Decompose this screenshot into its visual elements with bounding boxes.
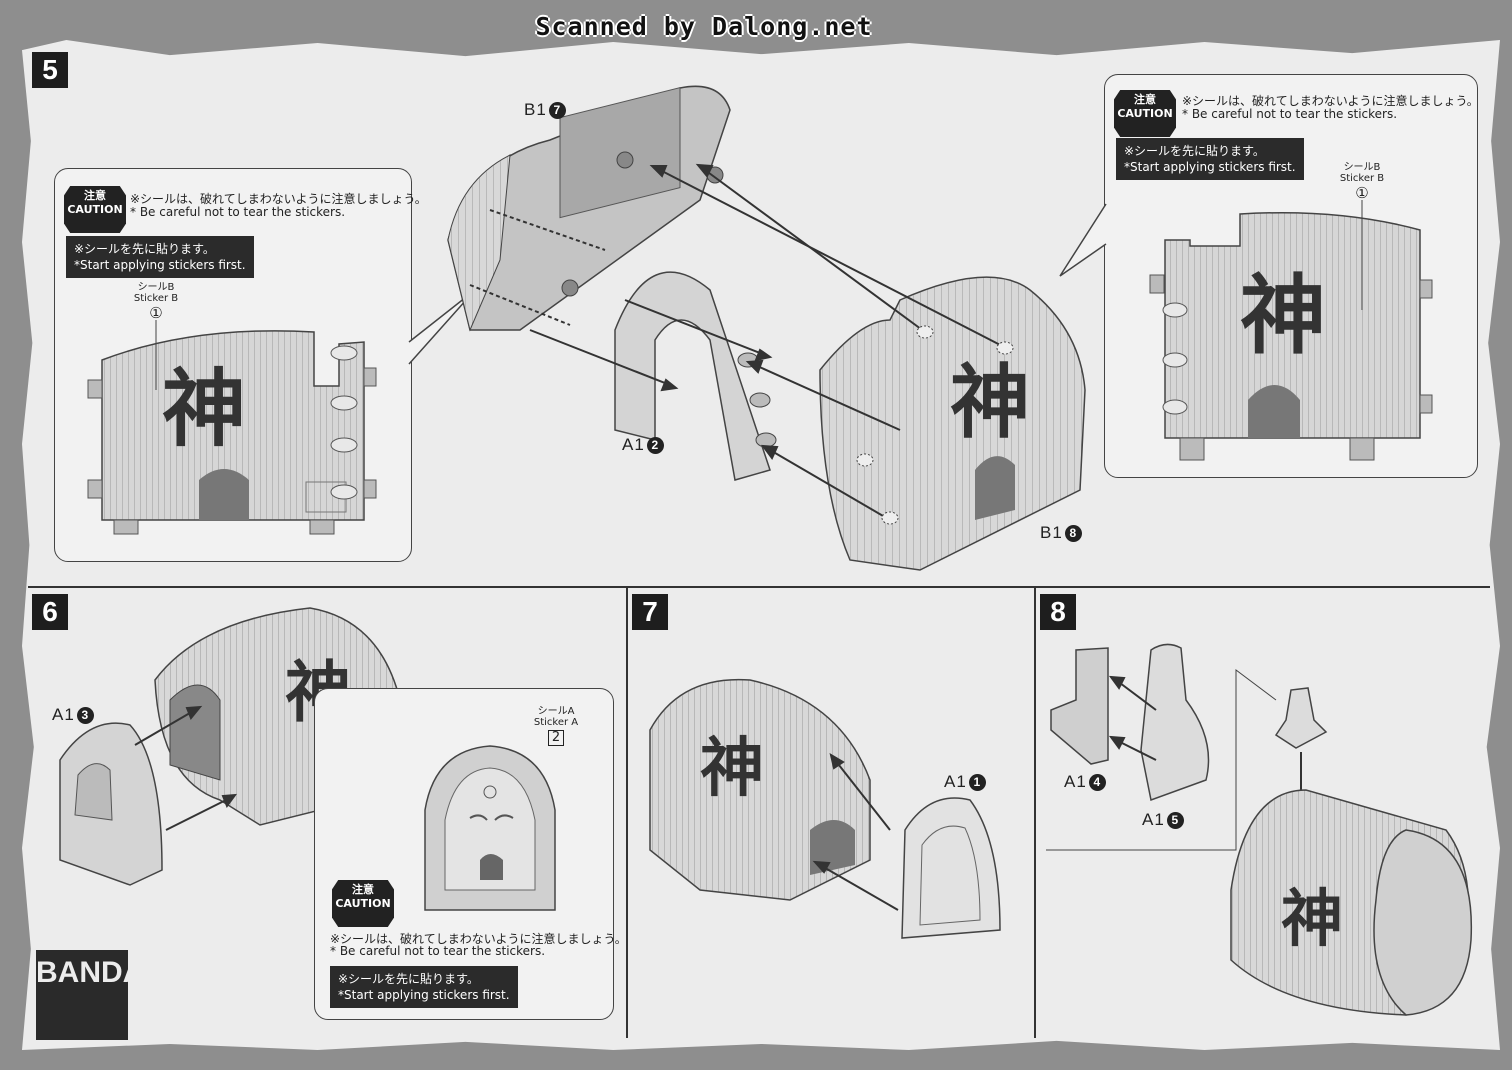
left-panel-drawing: 神 bbox=[87, 320, 377, 535]
svg-text:神: 神 bbox=[1240, 265, 1326, 366]
sticker-first-note: ※シールを先に貼ります。*Start applying stickers fir… bbox=[66, 236, 254, 278]
caution-text-jp-right: ※シールは、破れてしまわないように注意しましょう。 bbox=[1182, 94, 1479, 108]
step-5-number: 5 bbox=[32, 52, 68, 88]
caution-text-en-6: * Be careful not to tear the stickers. bbox=[330, 944, 546, 958]
svg-text:神: 神 bbox=[700, 731, 764, 806]
svg-text:神: 神 bbox=[950, 355, 1030, 449]
step-7-number: 7 bbox=[632, 594, 668, 630]
svg-text:神: 神 bbox=[1281, 882, 1343, 955]
divider-7-8 bbox=[1034, 588, 1036, 1038]
bandai-logo: BANDAI bbox=[36, 950, 153, 1040]
caution-text-en-right: * Be careful not to tear the stickers. bbox=[1182, 107, 1398, 121]
step-5-center-assembly: 神 bbox=[447, 85, 1086, 571]
sticker-first-note-6: ※シールを先に貼ります。*Start applying stickers fir… bbox=[330, 966, 518, 1008]
sticker-first-note-right: ※シールを先に貼ります。*Start applying stickers fir… bbox=[1116, 138, 1304, 180]
row-divider bbox=[28, 586, 1490, 588]
watermark: Scanned by Dalong.net bbox=[535, 12, 873, 41]
caution-text-jp-6: ※シールは、破れてしまわないように注意しましょう。 bbox=[330, 932, 627, 946]
step-7-assembly: 神 bbox=[649, 678, 1001, 939]
step-8-assembly: 神 bbox=[1046, 643, 1473, 1016]
right-panel-drawing: 神 bbox=[1149, 200, 1433, 461]
step-8-number: 8 bbox=[1040, 594, 1076, 630]
face-panel-drawing bbox=[424, 745, 556, 911]
caution-text-en: * Be careful not to tear the stickers. bbox=[130, 205, 346, 219]
divider-6-7 bbox=[626, 588, 628, 1038]
svg-text:神: 神 bbox=[162, 359, 246, 458]
step-6-number: 6 bbox=[32, 594, 68, 630]
left-bubble-tail bbox=[408, 290, 476, 365]
right-bubble-tail bbox=[1059, 203, 1107, 277]
caution-text-jp: ※シールは、破れてしまわないように注意しましょう。 bbox=[130, 192, 427, 206]
